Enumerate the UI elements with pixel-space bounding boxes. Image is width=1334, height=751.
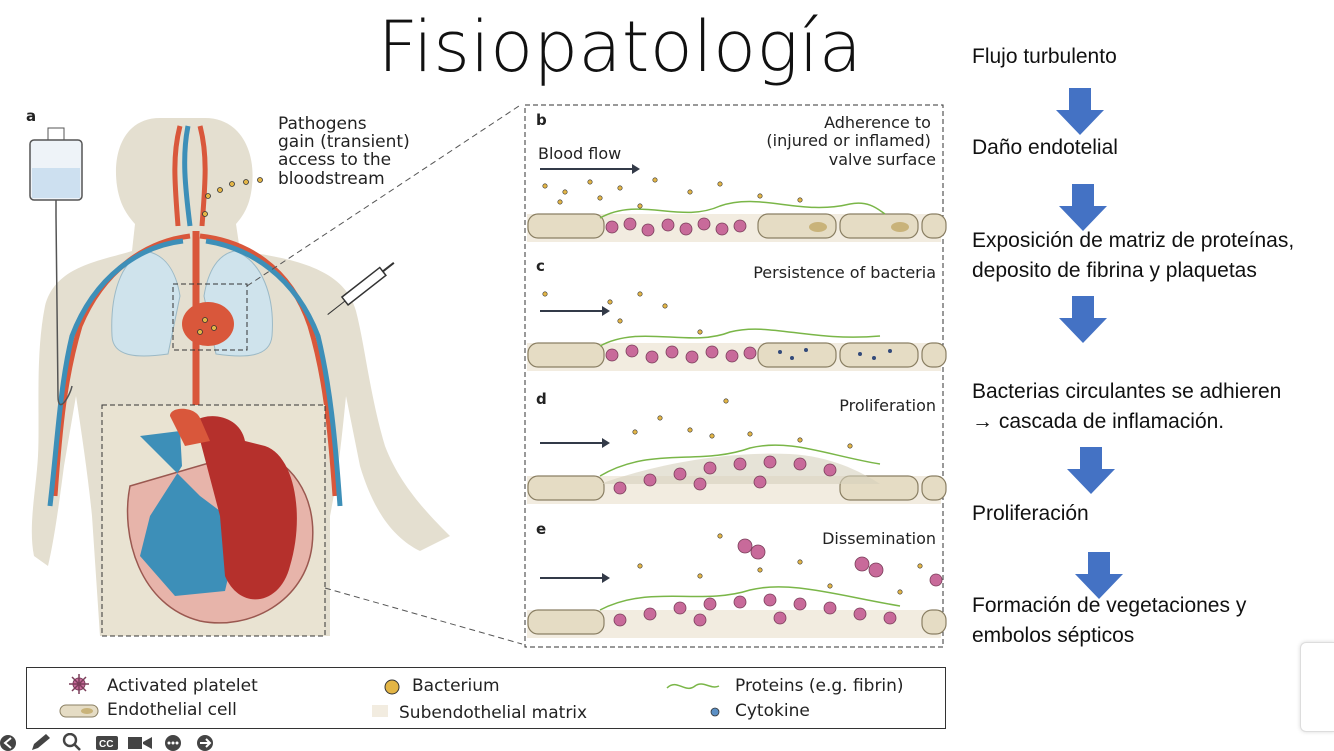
step-exposicion-line1: Exposición de matriz de proteínas, bbox=[972, 229, 1295, 252]
step-bacterias-line1: Bacterias circulantes se adhieren bbox=[972, 380, 1282, 403]
legend-proteins: Proteins (e.g. fibrin) bbox=[735, 676, 904, 696]
step-bacterias-line2: → cascada de inflamación. bbox=[972, 410, 1225, 433]
flow-arrow-1-icon bbox=[1056, 88, 1104, 135]
bacterium-swatch-icon bbox=[384, 679, 400, 695]
heart-small bbox=[182, 302, 234, 346]
legend-matrix: Subendothelial matrix bbox=[399, 703, 588, 723]
iv-bag bbox=[29, 127, 83, 406]
legend-bacterium: Bacterium bbox=[412, 676, 500, 696]
panel-e: e Dissemination bbox=[527, 520, 947, 638]
zoom-icon[interactable] bbox=[62, 733, 81, 751]
presentation-toolbar: CC bbox=[0, 733, 213, 751]
panel-b-letter: b bbox=[536, 111, 547, 129]
panel-c-caption: Persistence of bacteria bbox=[753, 263, 936, 282]
svg-text:CC: CC bbox=[99, 739, 113, 750]
flow-arrow-2-icon bbox=[1059, 184, 1107, 231]
fibrin-swatch-icon bbox=[666, 683, 720, 690]
panel-a: a bbox=[26, 103, 523, 645]
more-icon[interactable] bbox=[165, 735, 181, 751]
legend-cytokine: Cytokine bbox=[735, 701, 810, 721]
cc-icon[interactable]: CC bbox=[96, 736, 118, 750]
panel-d-letter: d bbox=[536, 390, 547, 408]
forward-icon[interactable] bbox=[197, 735, 213, 751]
panels-b-e: b Blood flow Adherence to (injured or in… bbox=[524, 104, 947, 648]
step-dano-endotelial: Daño endotelial bbox=[972, 136, 1118, 159]
camera-icon[interactable] bbox=[128, 737, 152, 749]
figure-legend: Activated platelet Endothelial cell Bact… bbox=[26, 667, 946, 729]
panel-b: b Blood flow Adherence to (injured or in… bbox=[527, 111, 947, 242]
next-slide-thumbnail[interactable] bbox=[1300, 642, 1334, 732]
endothelial-swatch-icon bbox=[59, 704, 99, 718]
slide-title: Fisiopatología bbox=[377, 6, 863, 88]
cytokine-swatch-icon bbox=[710, 707, 720, 717]
matrix-swatch-icon bbox=[372, 705, 388, 717]
step-formacion-line2: embolos sépticos bbox=[972, 624, 1135, 647]
panel-b-caption: Adherence to (injured or inflamed) valve… bbox=[766, 113, 936, 169]
back-icon[interactable] bbox=[0, 735, 16, 751]
panel-d-caption: Proliferation bbox=[839, 396, 936, 415]
flow-arrow-4-icon bbox=[1067, 447, 1115, 494]
step-exposicion-line2: deposito de fibrina y plaquetas bbox=[972, 259, 1257, 282]
platelet-swatch-icon bbox=[69, 674, 89, 694]
panel-e-caption: Dissemination bbox=[822, 529, 936, 548]
flow-arrow-5-icon bbox=[1075, 552, 1123, 599]
panel-e-letter: e bbox=[536, 520, 546, 538]
panel-d: d Proliferation bbox=[527, 390, 947, 504]
flow-arrow-3-icon bbox=[1059, 296, 1107, 343]
legend-endothelial: Endothelial cell bbox=[107, 700, 237, 720]
pen-icon[interactable] bbox=[32, 734, 50, 750]
left-lung bbox=[111, 250, 181, 357]
blood-flow-label: Blood flow bbox=[538, 144, 621, 163]
pathogen-dots bbox=[197, 177, 263, 335]
panel-c-letter: c bbox=[536, 257, 545, 275]
heart-inset bbox=[101, 404, 523, 645]
panel-a-letter: a bbox=[26, 107, 36, 125]
endocarditis-figure: a bbox=[26, 103, 947, 648]
legend-platelet: Activated platelet bbox=[107, 676, 258, 696]
panel-c: c Persistence of bacteria bbox=[527, 257, 947, 371]
step-flujo-turbulento: Flujo turbulento bbox=[972, 45, 1117, 68]
panel-a-caption: Pathogens gain (transient) access to the… bbox=[278, 114, 415, 189]
step-formacion-line1: Formación de vegetaciones y bbox=[972, 594, 1247, 617]
step-proliferacion: Proliferación bbox=[972, 502, 1089, 525]
syringe bbox=[327, 262, 395, 315]
